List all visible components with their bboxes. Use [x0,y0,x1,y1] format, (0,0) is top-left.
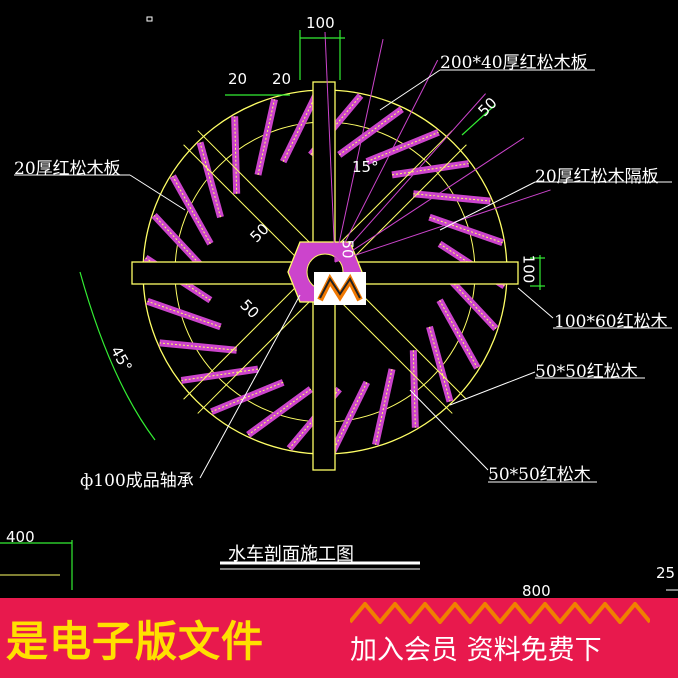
angle-ray [334,39,384,263]
watermark-logo [314,272,366,305]
blade-hatch [211,381,284,413]
blade-hatch [429,326,451,402]
leader-line [379,69,441,111]
blade-hatch [282,91,318,162]
m-logo-icon [317,273,363,302]
ucs-marker [146,16,153,22]
blade-hatch [338,108,403,156]
blade-hatch [159,342,237,351]
blade-hatch [439,299,478,369]
label-beam-50x50-b: 50*50红松木 [488,465,591,485]
blade-hatch [257,99,276,175]
leader-line [129,174,186,211]
blade-hatch [374,369,393,445]
leader-line [517,287,554,319]
blade-hatch [366,131,439,163]
blade-hatch [181,368,259,381]
leader-line [449,371,536,406]
label-bearing: ф100成品轴承 [80,471,194,491]
dim-50-hub: 50 [338,239,357,259]
label-beam-50x50-a: 50*50红松木 [535,362,638,382]
banner-right-text: 加入会员 资料免费下 [350,635,602,666]
dim-angle-15: 15° [352,158,379,176]
dim-400: 400 [6,528,35,546]
angle-ray [334,59,439,263]
dim-20-b: 20 [272,70,292,88]
dim-800: 800 [522,582,551,600]
angle-ray [334,189,551,263]
label-beam-100x60: 100*60红松木 [554,312,668,332]
blade-hatch [413,193,491,202]
blade-hatch [412,350,416,428]
blade-hatch [147,300,221,328]
blade-hatch [332,382,368,453]
blade-hatch [172,175,211,245]
leader-line [199,294,301,479]
blade-hatch [234,116,238,194]
zigzag-line [350,602,650,624]
promo-banner[interactable]: 是电子版文件 加入会员 资料免费下 [0,598,678,678]
zigzag-decoration-icon [350,602,650,624]
dim-20-a: 20 [228,70,248,88]
label-divider-board: 20厚红松木隔板 [535,167,659,187]
dim-25: 25 [656,564,676,582]
blade-hatch [247,388,312,436]
banner-left-text: 是电子版文件 [6,617,265,666]
angle-ray [334,137,525,263]
label-left-board: 20厚红松木板 [14,159,121,179]
blade-hatch [429,216,503,244]
dimension-line-50 [461,104,496,136]
blade-hatch [391,163,469,176]
drawing-title: 水车剖面施工图 [228,544,354,565]
label-top-board: 200*40厚红松木板 [440,53,588,73]
dim-100-right: 100 [519,254,538,284]
angle-ray [324,31,336,263]
blade-hatch [199,142,221,218]
leader-line [409,389,489,471]
leader-line [439,181,536,231]
angle-arc-45 [79,271,156,441]
angle-ray [334,93,486,263]
dim-top-100: 100 [306,14,335,32]
